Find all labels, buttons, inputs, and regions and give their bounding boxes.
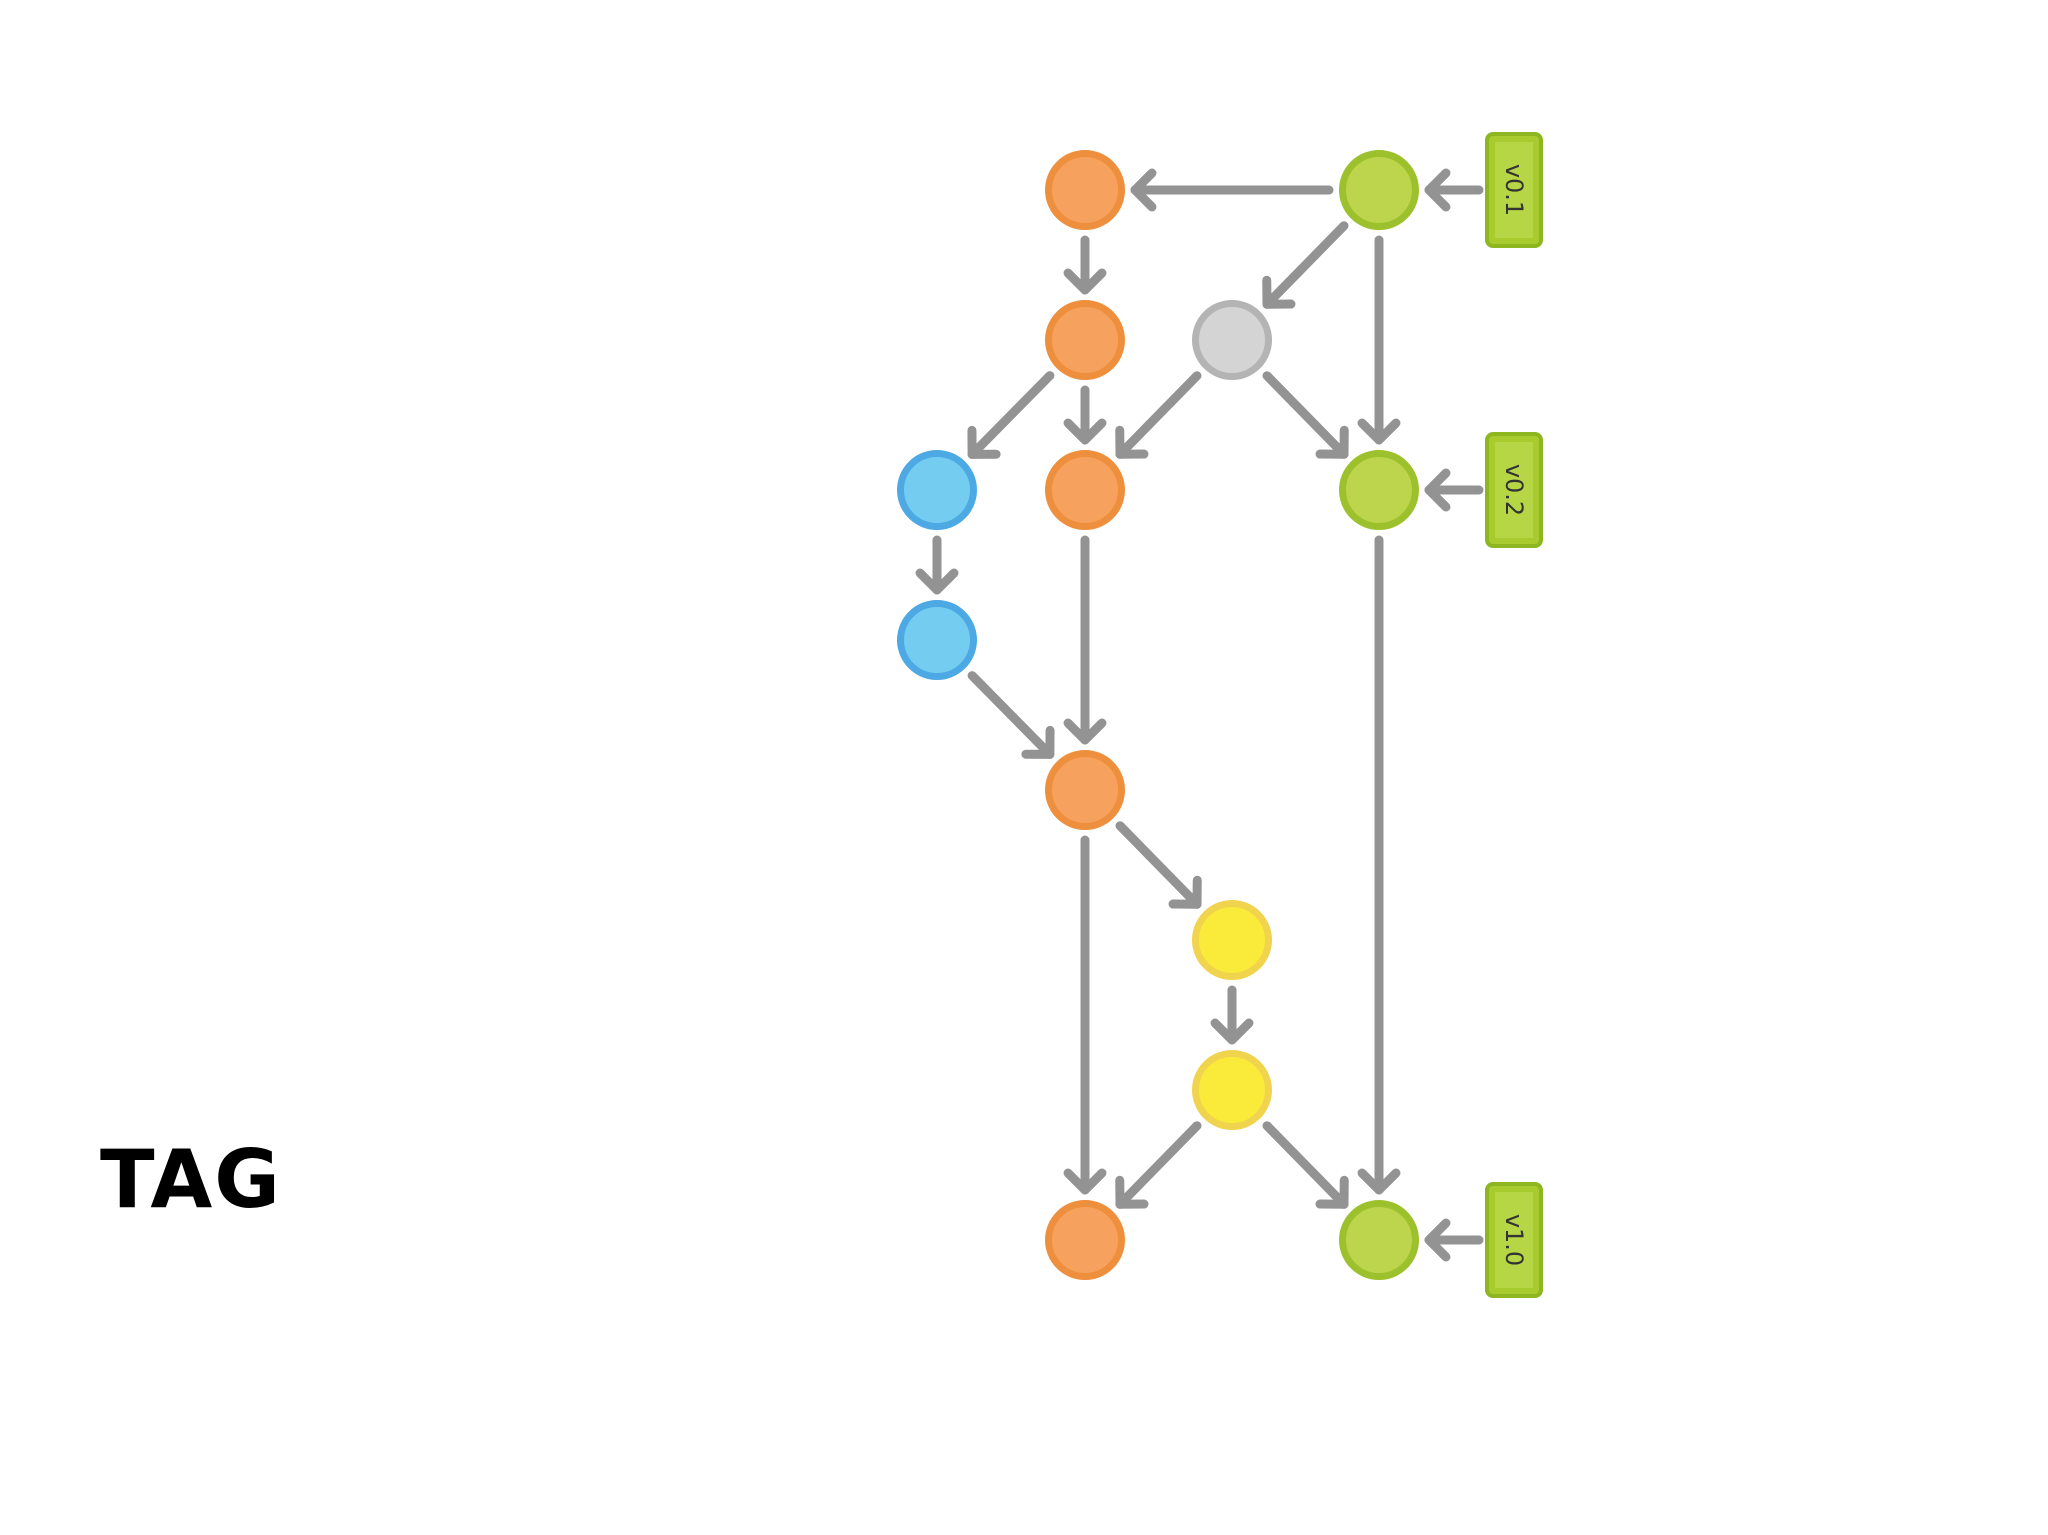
commit-node-green-g1: [1339, 150, 1419, 230]
edge-o4-to-o5: [1063, 835, 1107, 1195]
edge-w1-to-o3-shaft: [1115, 371, 1202, 459]
edge-o4-to-o5-head: [1063, 1168, 1107, 1195]
edge-g1-to-w1: [1262, 221, 1349, 309]
edge-o4-to-y1-head: [1168, 875, 1202, 909]
commit-node-blue-b2: [897, 600, 977, 680]
edge-w1-to-o3: [1115, 371, 1202, 459]
tag-v01-inner: [1495, 142, 1533, 238]
edge-g1-to-w1-shaft: [1262, 221, 1349, 309]
commit-node-orange-o5: [1045, 1200, 1125, 1280]
edge-o2-to-b1-head: [967, 425, 1001, 459]
tag-v02-arrow-head: [1424, 468, 1451, 512]
edge-o2-to-b1: [967, 371, 1055, 459]
tag-v01: v0.1: [1485, 132, 1543, 248]
edge-o3-to-o4: [1063, 535, 1107, 745]
edge-b2-to-o4: [967, 671, 1055, 759]
edge-o3-to-o4-head: [1063, 718, 1107, 745]
edge-o2-to-o3-head: [1063, 418, 1107, 445]
edge-o1-to-o2: [1063, 235, 1107, 295]
tag-v10-arrow-head: [1424, 1218, 1451, 1262]
edge-w1-to-o3-head: [1115, 425, 1149, 459]
tag-v10-label: v1.0: [1500, 1214, 1528, 1266]
edge-b1-to-b2: [915, 535, 959, 595]
page-title: TAG: [100, 1133, 282, 1226]
edge-y1-to-y2: [1210, 985, 1254, 1045]
commit-node-orange-o3: [1045, 450, 1125, 530]
edge-o4-to-y1: [1115, 821, 1202, 909]
edge-w1-to-g2-shaft: [1262, 371, 1349, 459]
edge-y1-to-y2-head: [1210, 1018, 1254, 1045]
edge-o2-to-o3: [1063, 385, 1107, 445]
commit-node-yellow-y2: [1192, 1050, 1272, 1130]
commit-node-orange-o4: [1045, 750, 1125, 830]
tag-v10-inner: [1495, 1192, 1533, 1288]
tags-layer: v0.1 v0.2 v1.0: [1424, 132, 1543, 1298]
edge-o4-to-y1-shaft: [1115, 821, 1202, 909]
edge-y2-to-o5: [1115, 1121, 1202, 1209]
tag-v01-arrow-head: [1424, 168, 1451, 212]
edge-g2-to-g3-head: [1357, 1168, 1401, 1195]
tag-v10: v1.0: [1485, 1182, 1543, 1298]
edge-b1-to-b2-head: [915, 568, 959, 595]
tag-v01-arrow: [1424, 168, 1484, 212]
edge-g1-to-g2-head: [1357, 418, 1401, 445]
edge-b2-to-o4-shaft: [967, 671, 1055, 759]
edge-y2-to-o5-head: [1115, 1175, 1149, 1209]
edge-w1-to-g2-head: [1315, 425, 1349, 459]
edge-b2-to-o4-head: [1021, 725, 1055, 759]
tag-v02-arrow: [1424, 468, 1484, 512]
commit-node-green-g3: [1339, 1200, 1419, 1280]
tag-v10-arrow: [1424, 1218, 1484, 1262]
edge-g2-to-g3: [1357, 535, 1401, 1195]
tag-v02-inner: [1495, 442, 1533, 538]
edge-g1-to-o1: [1130, 168, 1334, 212]
tag-v02-label: v0.2: [1500, 464, 1528, 516]
nodes-layer: [897, 150, 1419, 1280]
edge-w1-to-g2: [1262, 371, 1349, 459]
edges-layer: [915, 168, 1401, 1209]
tag-v02: v0.2: [1485, 432, 1543, 548]
edge-o1-to-o2-head: [1063, 268, 1107, 295]
edge-y2-to-g3-shaft: [1262, 1121, 1349, 1209]
commit-node-blue-b1: [897, 450, 977, 530]
commit-node-gray-w1: [1192, 300, 1272, 380]
edge-g1-to-o1-head: [1130, 168, 1157, 212]
commit-node-orange-o1: [1045, 150, 1125, 230]
tag-v01-label: v0.1: [1500, 164, 1528, 216]
commit-node-orange-o2: [1045, 300, 1125, 380]
commit-node-green-g2: [1339, 450, 1419, 530]
edge-y2-to-o5-shaft: [1115, 1121, 1202, 1209]
commit-node-yellow-y1: [1192, 900, 1272, 980]
edge-o2-to-b1-shaft: [967, 371, 1055, 459]
edge-g1-to-g2: [1357, 235, 1401, 445]
edge-y2-to-g3-head: [1315, 1175, 1349, 1209]
edge-g1-to-w1-head: [1262, 275, 1296, 309]
edge-y2-to-g3: [1262, 1121, 1349, 1209]
